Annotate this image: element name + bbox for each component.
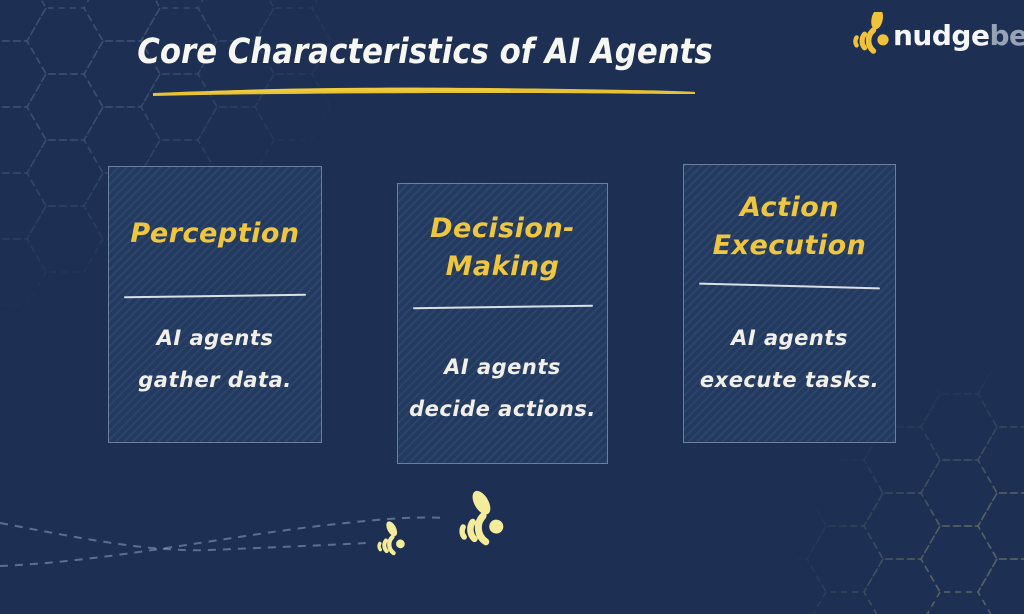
card-description-line: gather data. xyxy=(138,368,292,392)
card-description-line: AI agents xyxy=(731,326,848,350)
bee-icon xyxy=(377,519,405,554)
card-divider xyxy=(698,282,881,290)
page-title: Core Characteristics of AI Agents xyxy=(137,32,713,72)
card-title-line: Decision- xyxy=(430,213,575,244)
card-divider xyxy=(412,304,593,310)
card-description-line: AI agents xyxy=(156,326,274,350)
card-perception: Perception AI agents gather data. xyxy=(108,166,322,443)
card-action-execution: Action Execution AI agents execute tasks… xyxy=(683,164,896,443)
card-title: Perception xyxy=(109,215,321,253)
brand-name: nudgebee xyxy=(893,19,1024,52)
card-description: AI agents gather data. xyxy=(109,317,321,401)
card-title-line: Action xyxy=(739,192,839,223)
card-title: Decision- Making xyxy=(398,210,607,286)
card-title-line: Perception xyxy=(130,218,300,249)
card-title-line: Execution xyxy=(712,230,867,261)
flight-trail xyxy=(0,516,445,567)
card-description-line: decide actions. xyxy=(409,397,596,421)
brand-logo: nudgebee xyxy=(843,12,1024,58)
card-divider xyxy=(123,293,307,299)
card-description-line: AI agents xyxy=(444,355,561,379)
card-title: Action Execution xyxy=(684,189,895,265)
card-description: AI agents execute tasks. xyxy=(684,317,895,401)
card-description-line: execute tasks. xyxy=(699,368,880,392)
title-underline-brush xyxy=(153,87,695,96)
bee-icon xyxy=(843,12,891,58)
brand-name-primary: nudge xyxy=(893,18,990,52)
brand-name-secondary: bee xyxy=(989,18,1024,52)
flight-trail xyxy=(0,522,367,552)
card-description: AI agents decide actions. xyxy=(398,346,607,430)
bee-icon xyxy=(458,486,505,544)
card-decision-making: Decision- Making AI agents decide action… xyxy=(397,183,608,464)
header: Core Characteristics of AI Agents xyxy=(0,32,850,72)
card-title-line: Making xyxy=(445,251,560,282)
